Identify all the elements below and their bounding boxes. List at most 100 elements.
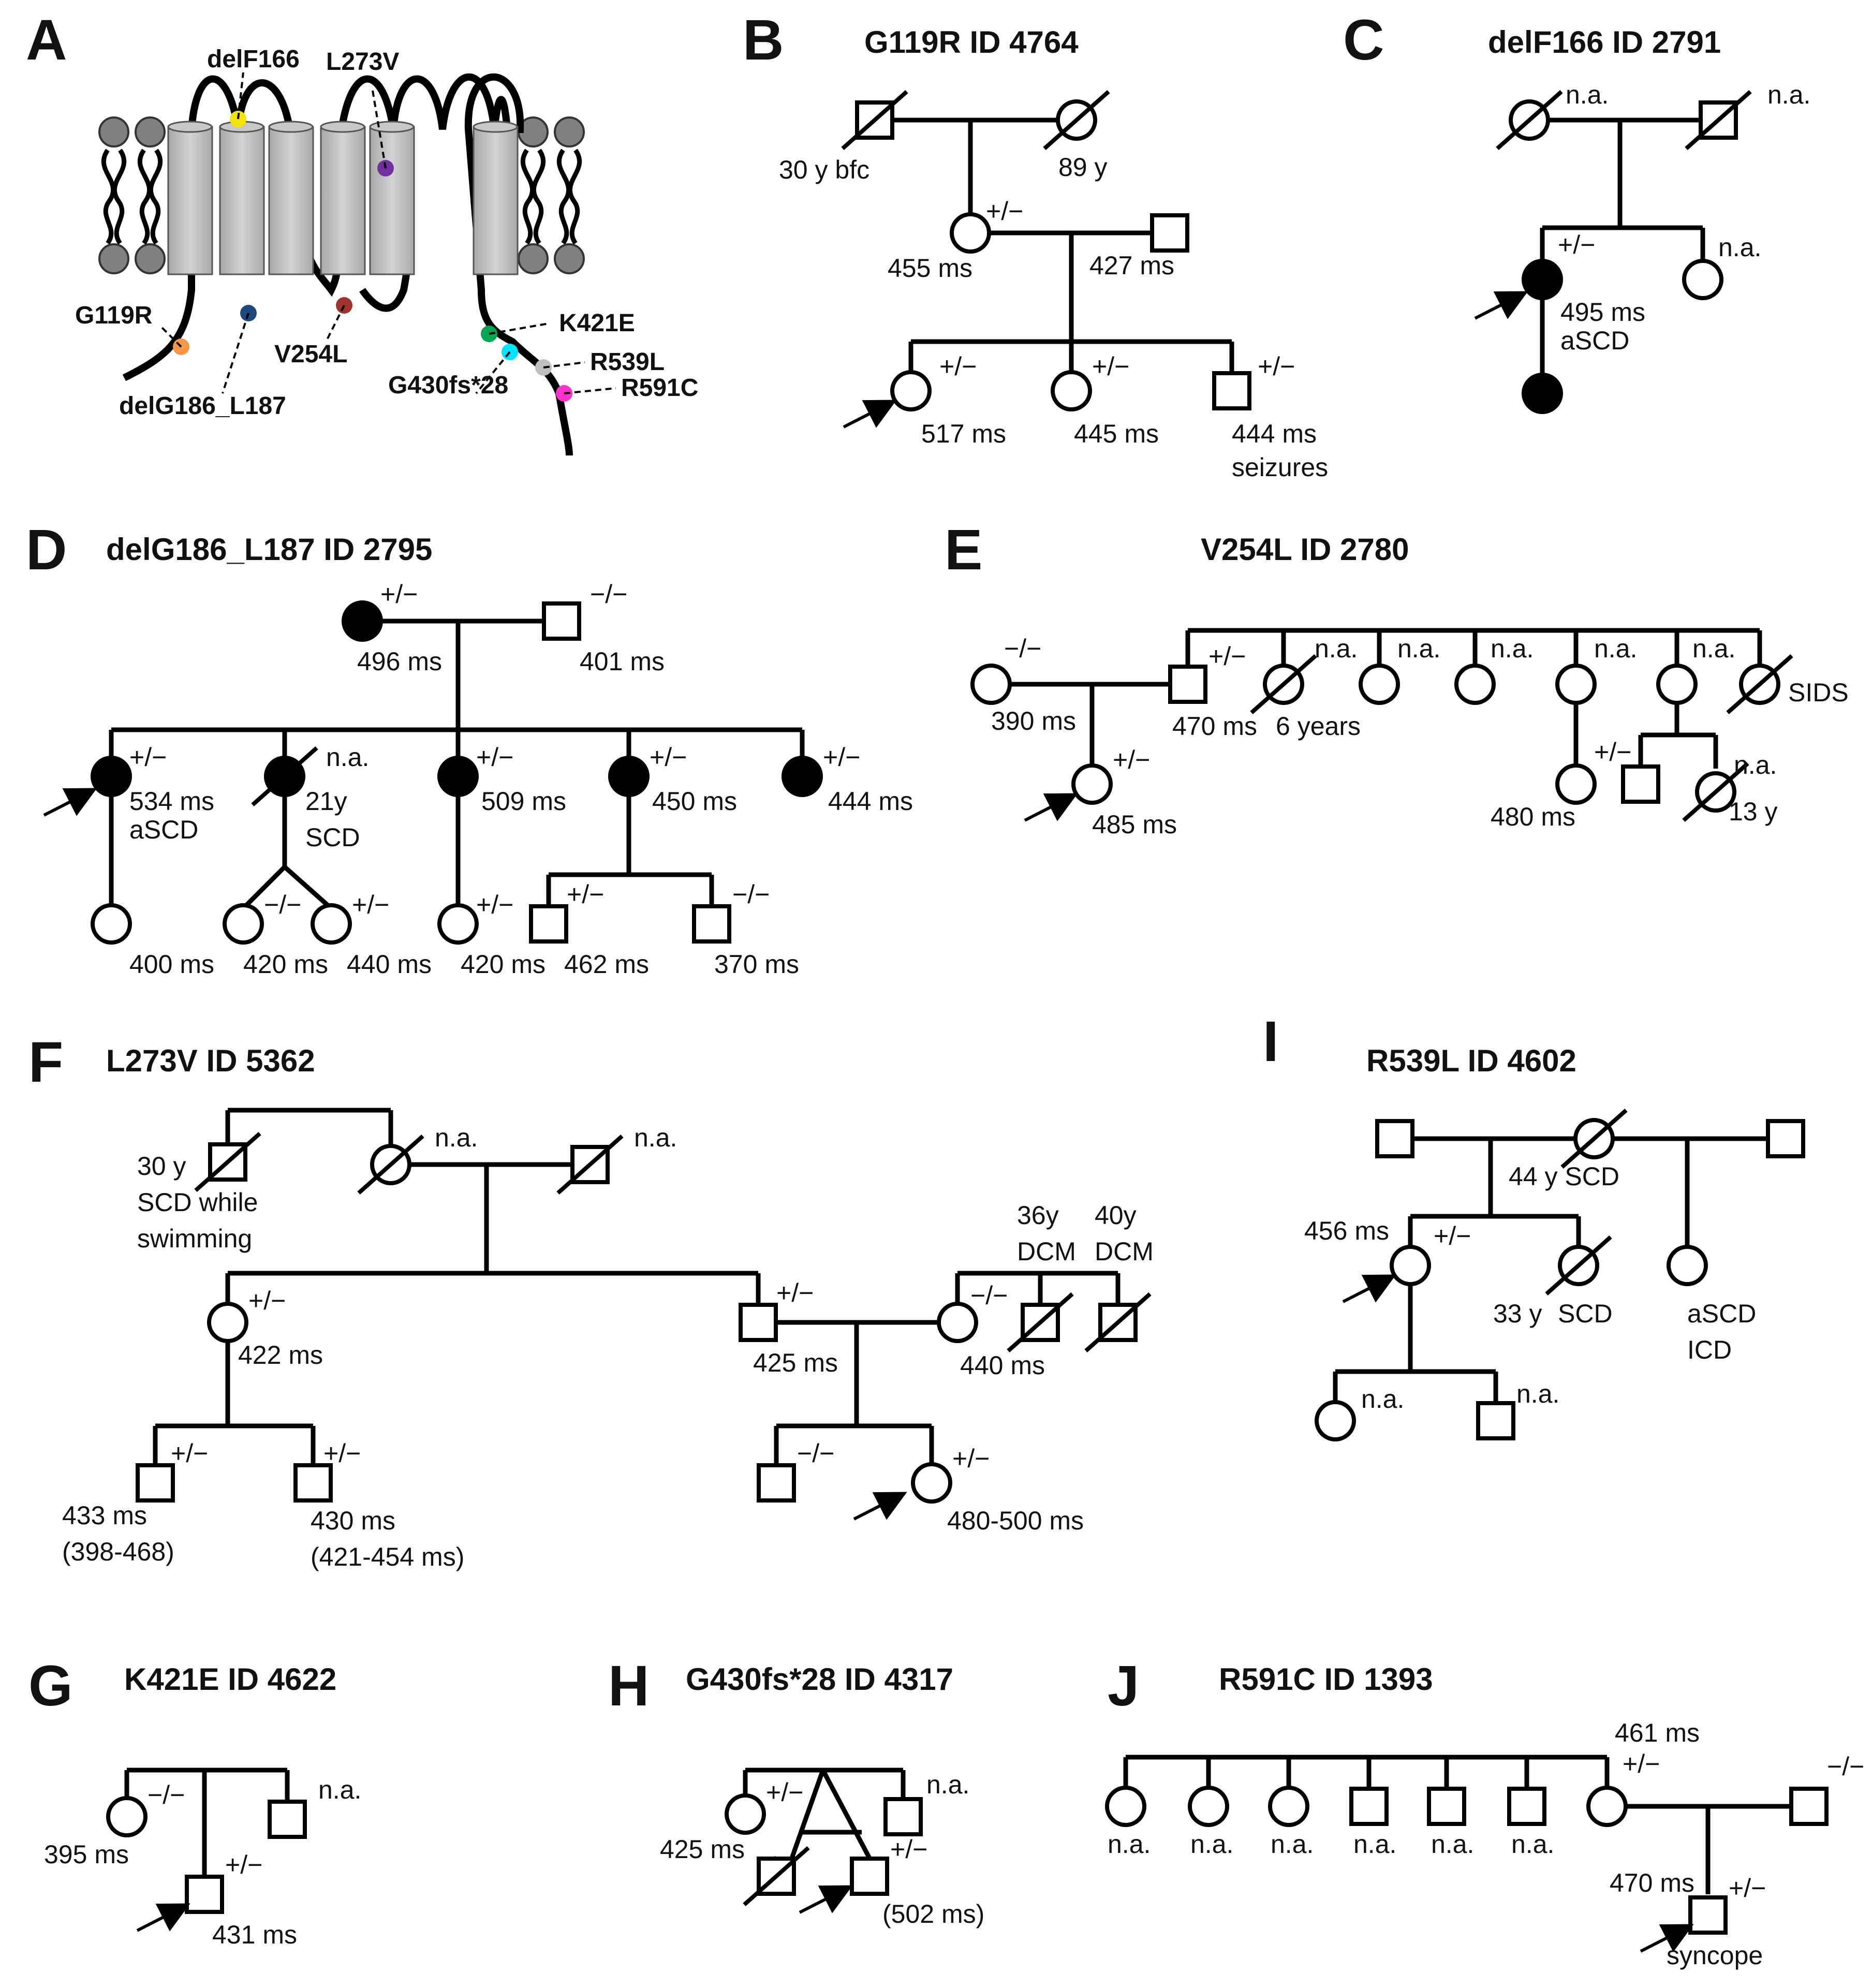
label: 30 y (137, 1152, 186, 1181)
lipid-tail (520, 149, 546, 245)
proband-arrow (43, 788, 97, 817)
label: −/− (732, 880, 770, 909)
male-symbol (185, 1875, 224, 1914)
male-symbol (529, 904, 568, 944)
label: n.a. (1108, 1830, 1151, 1859)
male-symbol (268, 1800, 307, 1839)
deceased-mark (556, 1135, 624, 1195)
label: +/− (1258, 352, 1295, 381)
label: DCM (1017, 1237, 1076, 1266)
deceased-mark (1560, 1109, 1628, 1169)
female-symbol (1268, 1786, 1309, 1827)
label: 444 ms (828, 787, 913, 816)
label: 480-500 ms (947, 1506, 1084, 1535)
male-symbol (850, 1857, 889, 1896)
label: 420 ms (243, 950, 328, 979)
label: 509 ms (481, 787, 566, 816)
label: H (608, 1654, 649, 1718)
label: aSCD (1560, 326, 1629, 355)
label: +/− (1434, 1221, 1471, 1250)
label: SCD while (137, 1188, 258, 1217)
label: n.a. (1361, 1385, 1404, 1413)
male-symbol (293, 1463, 333, 1503)
deceased-mark (1250, 654, 1317, 714)
lipid-tail (137, 149, 163, 245)
label: n.a. (1353, 1830, 1396, 1859)
label: 13 y (1729, 797, 1778, 826)
pedigree-line (241, 865, 287, 910)
female-symbol (1656, 664, 1698, 705)
label: −/− (797, 1439, 834, 1468)
proband-arrow (1474, 291, 1528, 320)
label: n.a. (1511, 1830, 1554, 1859)
label: 495 ms (1560, 298, 1645, 327)
female-symbol (911, 1462, 952, 1504)
label: n.a. (1734, 750, 1777, 779)
deceased-mark (1084, 1292, 1152, 1352)
label: 6 years (1276, 712, 1361, 741)
label: 455 ms (888, 254, 972, 283)
label: +/− (1729, 1874, 1766, 1903)
female-symbol (1071, 763, 1113, 805)
male-symbol (1349, 1787, 1389, 1826)
helix-top (320, 121, 365, 133)
male-symbol (757, 1463, 796, 1503)
label: 485 ms (1092, 810, 1177, 839)
label: 517 ms (921, 419, 1006, 448)
label: n.a. (926, 1770, 969, 1799)
affected-female-symbol (437, 756, 479, 797)
label: 440 ms (960, 1351, 1045, 1380)
label: 470 ms (1610, 1868, 1694, 1897)
label: +/− (823, 743, 860, 772)
deceased-mark (1682, 762, 1749, 822)
lipid-head (554, 243, 585, 274)
label: 33 y (1493, 1299, 1542, 1328)
proband-arrow (1024, 793, 1078, 822)
female-symbol (1682, 259, 1723, 300)
label: 440 ms (347, 950, 432, 979)
label: n.a. (1271, 1830, 1314, 1859)
lipid-tail (556, 149, 582, 245)
label: G119R ID 4764 (864, 25, 1079, 60)
label: −/− (264, 890, 301, 919)
affected-female-symbol (342, 600, 383, 642)
label: +/− (567, 880, 604, 909)
male-symbol (1476, 1401, 1515, 1440)
deceased-mark (1726, 654, 1793, 714)
affected-female-symbol (91, 756, 132, 797)
lipid-head (135, 243, 166, 274)
label: G430fs*28 (388, 372, 508, 399)
female-symbol (1454, 664, 1496, 705)
lipid-head (135, 116, 166, 148)
label: delF166 ID 2791 (1488, 25, 1721, 60)
label: delF166 (207, 46, 300, 73)
female-symbol (106, 1796, 148, 1837)
label: n.a. (1566, 80, 1609, 109)
label: +/− (171, 1439, 208, 1468)
deceased-mark (1496, 90, 1563, 150)
female-symbol (937, 1302, 978, 1343)
male-symbol (692, 904, 731, 944)
affected-female-symbol (1522, 259, 1563, 300)
label: J (1108, 1654, 1139, 1718)
deceased-mark (194, 1132, 261, 1192)
male-symbol (136, 1463, 175, 1503)
proband-arrow (799, 1885, 853, 1914)
male-symbol (1621, 764, 1660, 804)
label: +/− (1594, 738, 1631, 767)
label: n.a. (1315, 634, 1358, 663)
mutation-leader (159, 325, 182, 348)
label: 444 ms (1232, 419, 1317, 448)
lipid-tail (101, 149, 127, 245)
male-symbol (1507, 1787, 1546, 1826)
label: +/− (1208, 642, 1246, 671)
label: −/− (970, 1281, 1008, 1310)
transmembrane-helix (320, 126, 366, 275)
label: +/− (225, 1850, 262, 1879)
label: 456 ms (1304, 1216, 1389, 1245)
label: 21y (305, 787, 347, 816)
label: 534 ms (129, 787, 214, 816)
label: +/− (380, 580, 418, 609)
